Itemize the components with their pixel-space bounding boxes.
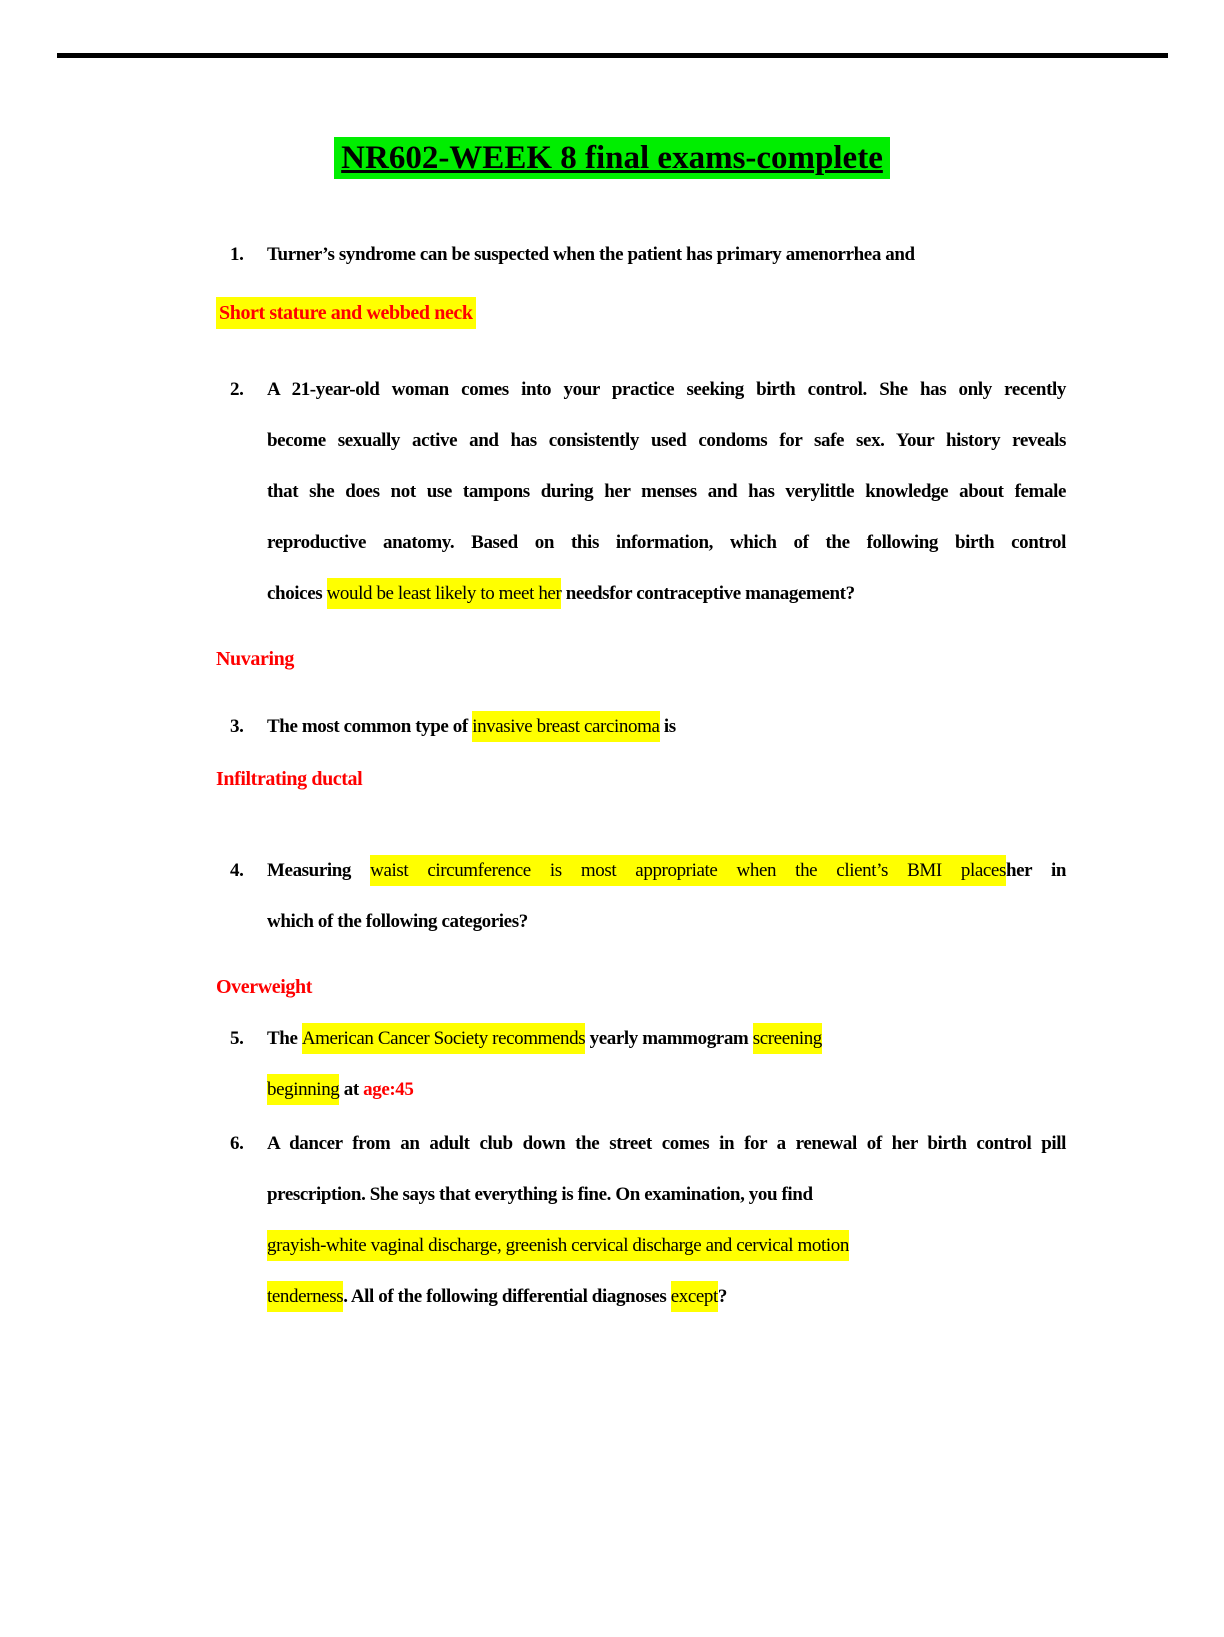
text-segment: that she does not use tampons during her…: [267, 481, 1066, 502]
question-line: that she does not use tampons during her…: [267, 466, 1066, 517]
highlighted-segment: except: [670, 1281, 718, 1312]
question-item: 3. The most common type of invasive breas…: [216, 701, 1066, 752]
question-line: Turner’s syndrome can be suspected when …: [267, 229, 1066, 280]
text-segment: reproductive anatomy. Based on this info…: [267, 532, 1066, 553]
question-number: 1.: [230, 244, 244, 265]
answer-plain: Infiltrating ductal: [216, 768, 363, 790]
question-line: The American Cancer Society recommends y…: [267, 1013, 1066, 1064]
question-line: A dancer from an adult club down the str…: [267, 1118, 1066, 1169]
text-segment: The most common type of: [267, 716, 473, 737]
highlighted-segment: American Cancer Society recommends: [301, 1023, 586, 1054]
text-segment: prescription. She says that everything i…: [267, 1184, 813, 1205]
text-segment: become sexually active and has consisten…: [267, 430, 1066, 451]
question-number: 6.: [230, 1133, 244, 1154]
text-segment: choices: [267, 583, 327, 604]
text-segment: at: [339, 1079, 364, 1100]
text-segment: is: [659, 716, 676, 737]
highlighted-segment: invasive breast carcinoma: [472, 711, 660, 742]
question-item: 6. A dancer from an adult club down the s…: [216, 1118, 1066, 1322]
text-segment: which of the following categories?: [267, 911, 528, 932]
highlighted-segment: beginning: [267, 1074, 340, 1105]
answer-plain: Nuvaring: [216, 648, 294, 670]
question-line: become sexually active and has consisten…: [267, 415, 1066, 466]
question-line: tenderness. All of the following differe…: [267, 1271, 1066, 1322]
question-line: prescription. She says that everything i…: [267, 1169, 1066, 1220]
text-segment: yearly mammogram: [585, 1028, 753, 1049]
question-item: 5. The American Cancer Society recommends…: [216, 1013, 1066, 1115]
inline-answer-segment: age:45: [363, 1079, 414, 1100]
question-line: A 21-year-old woman comes into your prac…: [267, 364, 1066, 415]
text-segment: A 21-year-old woman comes into your prac…: [267, 379, 1066, 400]
question-line: choices would be least likely to meet he…: [267, 568, 1066, 619]
text-segment: Turner’s syndrome can be suspected when …: [267, 244, 915, 265]
text-segment: The: [267, 1028, 302, 1049]
answer-text: Short stature and webbed neck: [216, 288, 1066, 339]
question-number: 2.: [230, 379, 244, 400]
question-line: beginning at age:45: [267, 1064, 1066, 1115]
question-item: 4. Measuring waist circumference is most …: [216, 845, 1066, 947]
question-item: 2. A 21-year-old woman comes into your pr…: [216, 364, 1066, 619]
page-title: NR602-WEEK 8 final exams-complete: [334, 137, 890, 179]
highlighted-segment: grayish-white vaginal discharge, greenis…: [267, 1230, 849, 1261]
text-segment: . All of the following differential diag…: [343, 1286, 671, 1307]
highlighted-segment: would be least likely to meet her: [326, 578, 562, 609]
question-number: 3.: [230, 716, 244, 737]
document-page: NR602-WEEK 8 final exams-complete 1. Turn…: [0, 53, 1224, 1322]
answer-highlighted: Short stature and webbed neck: [216, 297, 476, 329]
title-row: NR602-WEEK 8 final exams-complete: [0, 137, 1224, 179]
question-line: Measuring waist circumference is most ap…: [267, 845, 1066, 896]
questions-container: 1. Turner’s syndrome can be suspected whe…: [216, 229, 1066, 1322]
text-segment: her in: [1005, 860, 1066, 881]
answer-text: Infiltrating ductal: [216, 754, 1066, 805]
text-segment: ?: [717, 1286, 728, 1307]
question-line: which of the following categories?: [267, 896, 1066, 947]
text-segment: Measuring: [267, 860, 371, 881]
answer-text: Overweight: [216, 962, 1066, 1013]
question-line: reproductive anatomy. Based on this info…: [267, 517, 1066, 568]
text-segment: A dancer from an adult club down the str…: [267, 1133, 1066, 1154]
answer-plain: Overweight: [216, 976, 312, 998]
highlighted-segment: screening: [752, 1023, 822, 1054]
text-segment: needsfor contraceptive management?: [561, 583, 855, 604]
question-number: 4.: [230, 860, 244, 881]
question-line: grayish-white vaginal discharge, greenis…: [267, 1220, 1066, 1271]
highlighted-segment: waist circumference is most appropriate …: [370, 855, 1006, 886]
answer-text: Nuvaring: [216, 634, 1066, 685]
question-line: The most common type of invasive breast …: [267, 701, 1066, 752]
question-item: 1. Turner’s syndrome can be suspected whe…: [216, 229, 1066, 280]
highlighted-segment: tenderness: [267, 1281, 344, 1312]
top-rule: [57, 53, 1168, 58]
question-number: 5.: [230, 1028, 244, 1049]
